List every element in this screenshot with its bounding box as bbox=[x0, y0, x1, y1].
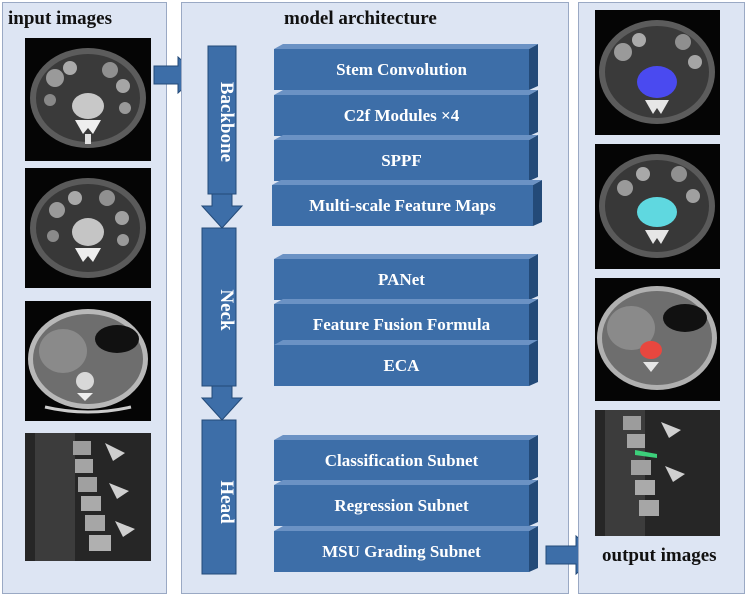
module-eca: ECA bbox=[274, 340, 538, 386]
module-msu-grading-subnet: MSU Grading Subnet bbox=[274, 526, 538, 572]
output-sagittal-ct-green-mask bbox=[595, 410, 720, 536]
output-axial-ct-3-red-mask bbox=[595, 278, 720, 401]
module-feature-fusion: Feature Fusion Formula bbox=[274, 299, 538, 345]
stage-head-label: Head bbox=[216, 480, 237, 524]
architecture-title: model architecture bbox=[284, 8, 437, 29]
module-classification-label: Classification Subnet bbox=[324, 450, 479, 470]
input-axial-ct-2 bbox=[25, 168, 151, 288]
module-panet: PANet bbox=[274, 254, 538, 300]
module-c2f: C2f Modules ×4 bbox=[274, 90, 538, 136]
output-axial-ct-2-cyan-mask bbox=[595, 144, 720, 269]
input-axial-ct-3 bbox=[25, 301, 151, 421]
module-sppf: SPPF bbox=[274, 135, 538, 181]
module-stem-convolution-label: Stem Convolution bbox=[336, 59, 467, 79]
module-multiscale-label: Multi-scale Feature Maps bbox=[309, 195, 496, 215]
output-axial-ct-1-blue-mask bbox=[595, 10, 720, 135]
input-sagittal-ct bbox=[25, 433, 151, 561]
module-multiscale-feature-maps: Multi-scale Feature Maps bbox=[272, 180, 542, 226]
module-sppf-label: SPPF bbox=[381, 150, 422, 170]
output-images-title: output images bbox=[602, 545, 717, 566]
stage-backbone-label: Backbone bbox=[216, 81, 237, 163]
input-images-title: input images bbox=[8, 8, 112, 29]
module-regression-label: Regression Subnet bbox=[334, 495, 469, 515]
stage-neck-label: Neck bbox=[216, 289, 237, 331]
module-feature-fusion-label: Feature Fusion Formula bbox=[312, 314, 491, 334]
module-panet-label: PANet bbox=[378, 269, 425, 289]
module-stem-convolution: Stem Convolution bbox=[274, 44, 538, 90]
module-c2f-label: C2f Modules ×4 bbox=[343, 105, 460, 125]
module-classification-subnet: Classification Subnet bbox=[274, 435, 538, 481]
module-eca-label: ECA bbox=[383, 355, 420, 375]
stage-column bbox=[200, 45, 244, 575]
module-regression-subnet: Regression Subnet bbox=[274, 480, 538, 526]
module-msu-grading-label: MSU Grading Subnet bbox=[322, 541, 481, 561]
input-axial-ct-1 bbox=[25, 38, 151, 161]
